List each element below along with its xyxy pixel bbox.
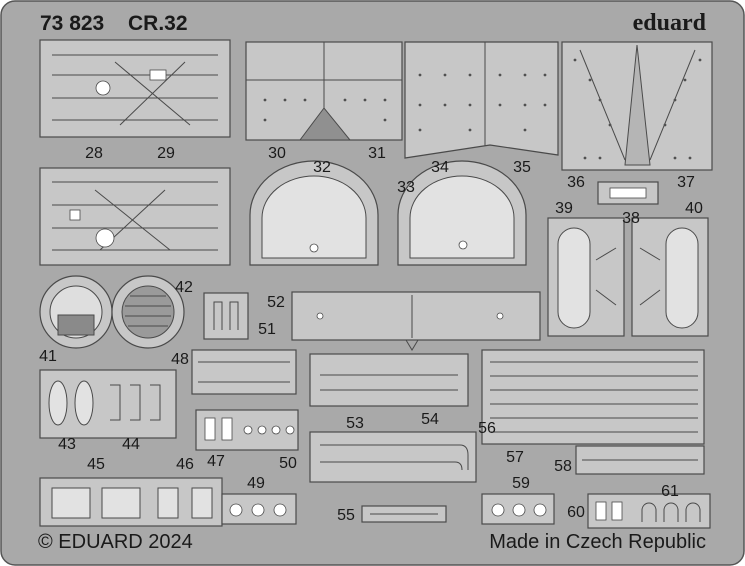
part-53-54: [309, 353, 469, 407]
part-47-50: [195, 409, 299, 451]
label-42: 42: [175, 279, 193, 296]
part-55: [361, 505, 447, 523]
part-36-37: [561, 41, 713, 171]
label-44: 44: [122, 436, 140, 453]
label-28: 28: [85, 145, 103, 162]
label-31: 31: [368, 145, 386, 162]
part-32: [249, 160, 379, 266]
label-37: 37: [677, 174, 695, 191]
part-52: [291, 291, 541, 351]
label-39: 39: [555, 200, 573, 217]
part-38: [597, 181, 659, 205]
part-51: [203, 292, 249, 340]
label-29: 29: [157, 145, 175, 162]
label-48: 48: [171, 351, 189, 368]
sheet-model: CR.32: [128, 12, 188, 35]
label-38: 38: [622, 210, 640, 227]
part-45-46: [39, 477, 223, 527]
label-50: 50: [279, 455, 297, 472]
label-30: 30: [268, 145, 286, 162]
copyright-text: © EDUARD 2024: [38, 531, 193, 553]
part-43-44: [39, 369, 177, 439]
label-58: 58: [554, 458, 572, 475]
part-41: [39, 275, 113, 349]
label-54: 54: [421, 411, 439, 428]
part-60-61: [587, 493, 711, 529]
label-41: 41: [39, 348, 57, 365]
label-53: 53: [346, 415, 364, 432]
label-32: 32: [313, 159, 331, 176]
part-48: [191, 349, 297, 395]
label-45: 45: [87, 456, 105, 473]
label-56: 56: [478, 420, 496, 437]
label-47: 47: [207, 453, 225, 470]
label-36: 36: [567, 174, 585, 191]
sheet-code: 73 823: [40, 12, 104, 35]
label-43: 43: [58, 436, 76, 453]
label-34: 34: [431, 159, 449, 176]
part-42: [111, 275, 185, 349]
part-29: [39, 167, 231, 266]
label-55: 55: [337, 507, 355, 524]
part-49: [221, 493, 297, 525]
origin-text: Made in Czech Republic: [489, 531, 706, 553]
label-49: 49: [247, 475, 265, 492]
label-52: 52: [267, 294, 285, 311]
part-59: [481, 493, 555, 525]
part-58: [575, 445, 705, 475]
label-59: 59: [512, 475, 530, 492]
label-61: 61: [661, 483, 679, 500]
label-35: 35: [513, 159, 531, 176]
brand-logo: eduard: [633, 10, 707, 36]
part-28: [39, 39, 231, 138]
label-60: 60: [567, 504, 585, 521]
label-40: 40: [685, 200, 703, 217]
part-33: [397, 160, 527, 266]
label-51: 51: [258, 321, 276, 338]
label-46: 46: [176, 456, 194, 473]
part-56-57: [481, 349, 705, 445]
part-39: [547, 217, 625, 337]
label-57: 57: [506, 449, 524, 466]
part-34-35: [404, 41, 559, 159]
part-53-54-lower: [309, 431, 477, 483]
part-30-31: [245, 41, 403, 141]
part-40: [631, 217, 709, 337]
label-33: 33: [397, 179, 415, 196]
